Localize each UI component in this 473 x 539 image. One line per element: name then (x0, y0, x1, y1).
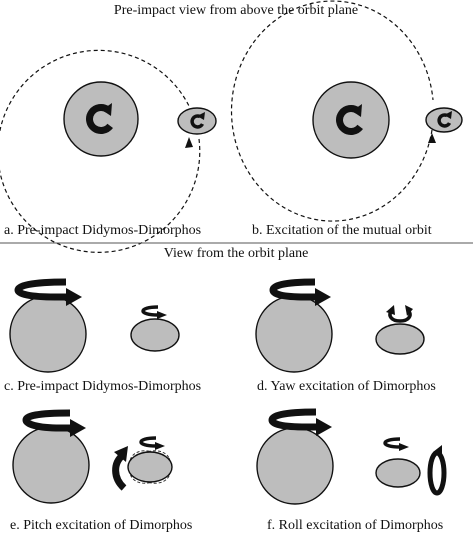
didymos-spin-arrowhead-b (352, 104, 362, 117)
didymos-spin-icon-a (86, 104, 113, 134)
panel-d: d. Yaw excitation of Dimorphos (255, 278, 436, 394)
caption-d: d. Yaw excitation of Dimorphos (257, 379, 436, 394)
caption-a: a. Pre-impact Didymos-Dimorphos (4, 223, 201, 238)
dimorphos-b (425, 107, 463, 133)
orbit-arrowhead-a (185, 137, 193, 148)
caption-b: b. Excitation of the mutual orbit (252, 223, 432, 238)
dimorphos-ghost-1-e (129, 450, 171, 484)
dimorphos-e (127, 451, 173, 483)
orbit-path-a (0, 49, 201, 253)
panel-f: f. Roll excitation of Dimorphos (256, 408, 447, 533)
didymos-a (63, 81, 139, 157)
dimorphos-spin-icon-a (190, 114, 205, 129)
dimorphos-spin-arrowhead-a (197, 112, 205, 120)
dimorphos-spin-icon-b (437, 113, 452, 128)
didymos-rotation-icon-d (269, 278, 316, 301)
caption-e: e. Pitch excitation of Dimorphos (10, 518, 192, 533)
orbit-arrowhead-b (428, 133, 436, 143)
didymos-d (255, 295, 333, 373)
dimorphos-c (130, 318, 180, 352)
panel-c: c. Pre-impact Didymos-Dimorphos (4, 278, 201, 394)
dimorphos-rotation-arrowhead-e (155, 442, 165, 450)
dimorphos-rotation-arrowhead-c (157, 311, 167, 319)
pitch-arrow-icon-e (112, 452, 127, 491)
didymos-spin-icon-b (336, 105, 363, 135)
dimorphos-rotation-icon-c (141, 305, 159, 317)
top-title: Pre-impact view from above the orbit pla… (114, 3, 358, 18)
dimorphos-rotation-icon-e (139, 436, 157, 448)
didymos-rotation-arrowhead-f (316, 418, 332, 436)
didymos-spin-arrowhead-a (102, 103, 112, 116)
dimorphos-yaw-icon-d (388, 308, 412, 323)
caption-f: f. Roll excitation of Dimorphos (267, 518, 443, 533)
panel-a: a. Pre-impact Didymos-Dimorphos (0, 49, 217, 253)
caption-c: c. Pre-impact Didymos-Dimorphos (4, 379, 201, 394)
roll-arrow-icon-f (427, 450, 447, 496)
didymos-rotation-icon-c (14, 278, 67, 301)
pitch-arrowhead-e (114, 446, 128, 462)
roll-arrowhead-f (433, 445, 442, 459)
dimorphos-spin-arrowhead-b (444, 111, 452, 119)
panel-e: e. Pitch excitation of Dimorphos (10, 409, 192, 533)
didymos-rotation-icon-e (22, 409, 71, 432)
mid-title: View from the orbit plane (164, 246, 309, 261)
dimorphos-rotation-icon-f (383, 437, 401, 449)
dimorphos-d (375, 323, 425, 355)
panel-b: b. Excitation of the mutual orbit (230, 0, 463, 238)
didymos-e (12, 426, 90, 504)
didymos-rotation-arrowhead-c (66, 288, 82, 306)
dimorphos-yaw-arrowhead-right-d (405, 305, 413, 316)
didymos-rotation-arrowhead-d (315, 288, 331, 306)
orbit-path-b (230, 0, 434, 222)
didymos-rotation-icon-f (268, 408, 317, 431)
didymos-f (256, 427, 334, 505)
dimorphos-rotation-arrowhead-f (399, 443, 409, 451)
didymos-b (312, 81, 390, 159)
dimorphos-yaw-arrowhead-left-d (386, 305, 395, 315)
didymos-rotation-arrowhead-e (70, 419, 86, 437)
dimorphos-f (375, 458, 421, 488)
dimorphos-a (177, 107, 217, 135)
didymos-c (9, 295, 87, 373)
